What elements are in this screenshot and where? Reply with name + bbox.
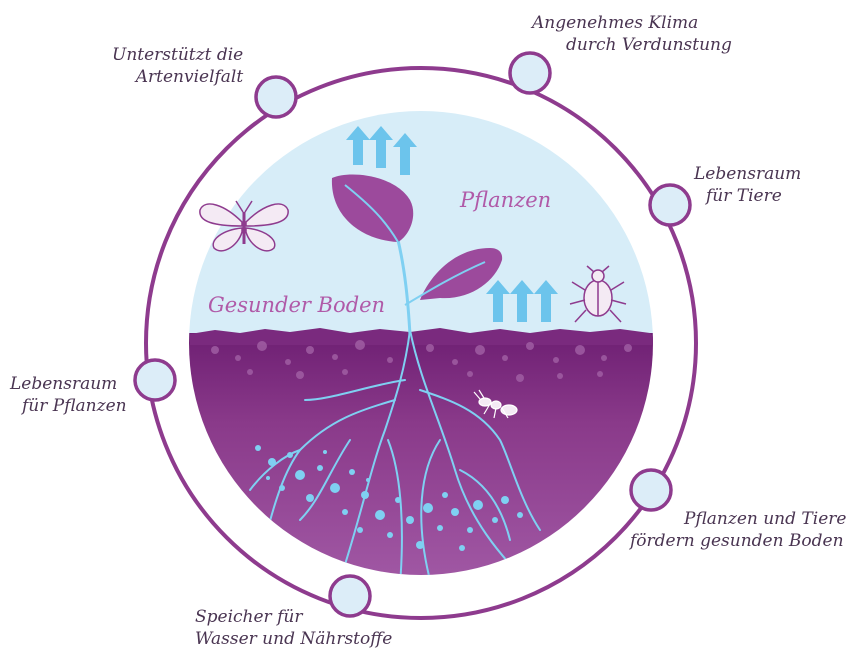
label-climate: Angenehmes Klima durch Verdunstung — [532, 12, 732, 56]
label-storage: Speicher für Wasser und Nährstoffe — [195, 606, 392, 650]
label-animal-habitat: Lebensraum für Tiere — [694, 163, 801, 207]
soil-label: Gesunder Boden — [208, 293, 385, 317]
node-climate — [510, 53, 550, 93]
inner-circle — [150, 100, 710, 593]
node-biodiversity — [256, 77, 296, 117]
plants-label: Pflanzen — [460, 188, 551, 212]
node-animal-habitat — [650, 185, 690, 225]
label-plant-habitat: Lebensraum für Pflanzen — [10, 373, 127, 417]
soil-area — [150, 333, 710, 593]
label-biodiversity: Unterstützt die Artenvielfalt — [112, 44, 243, 88]
label-healthy-soil: Pflanzen und Tiere fördern gesunden Bode… — [630, 508, 846, 552]
node-plant-habitat — [135, 360, 175, 400]
node-healthy-soil — [631, 470, 671, 510]
evaporation-arrows-right — [486, 280, 558, 322]
